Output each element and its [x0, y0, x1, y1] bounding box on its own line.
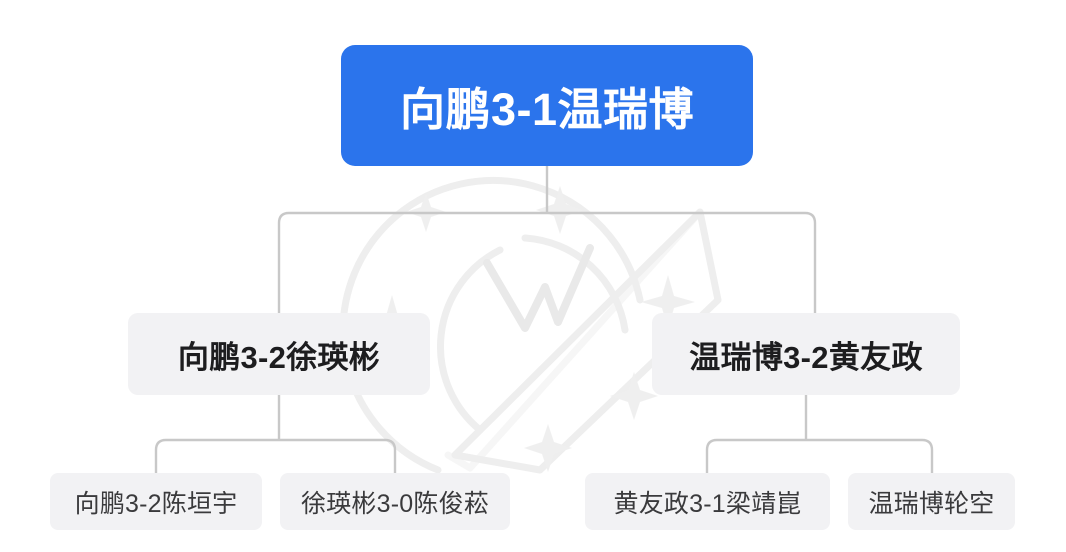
connector-right-quarter-bus [705, 438, 934, 473]
connector-left-quarter-bus [154, 438, 397, 473]
bracket-node-semifinal-right[interactable]: 温瑞博3-2黄友政 [652, 313, 960, 395]
bracket-node-semifinal-left[interactable]: 向鹏3-2徐瑛彬 [128, 313, 430, 395]
bracket-node-quarterfinal-2[interactable]: 徐瑛彬3-0陈俊菘 [280, 473, 510, 530]
bracket-node-quarterfinal-1[interactable]: 向鹏3-2陈垣宇 [50, 473, 262, 530]
bracket-node-quarterfinal-4[interactable]: 温瑞博轮空 [848, 473, 1015, 530]
bracket-node-final[interactable]: 向鹏3-1温瑞博 [341, 45, 753, 166]
bracket-node-quarterfinal-3[interactable]: 黄友政3-1梁靖崑 [585, 473, 830, 530]
connector-semifinal-bus [277, 211, 817, 313]
